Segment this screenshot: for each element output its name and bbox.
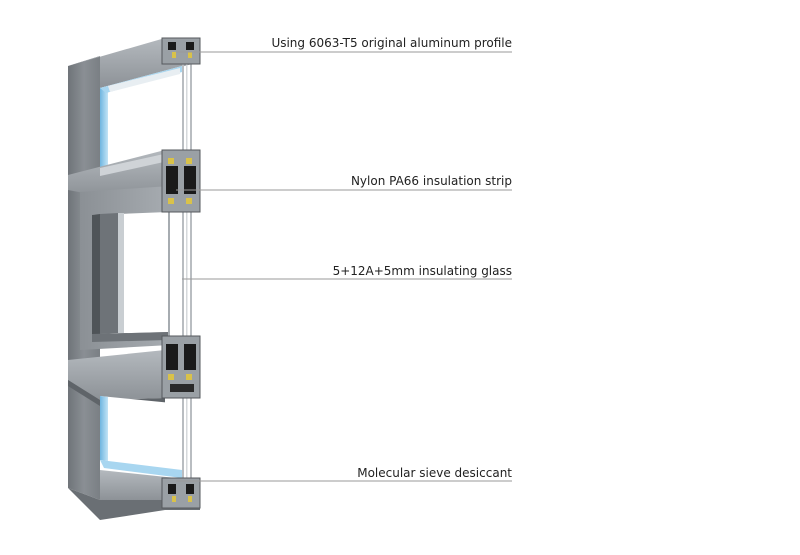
insulating-glass-section — [182, 62, 192, 482]
callout-desiccant: Molecular sieve desiccant — [357, 466, 512, 480]
profile-section-bottom — [161, 477, 201, 509]
operable-sash — [80, 186, 170, 350]
upper-glass-pane — [100, 66, 182, 168]
callout-profile: Using 6063-T5 original aluminum profile — [271, 36, 512, 50]
callout-insulating-glass: 5+12A+5mm insulating glass — [332, 264, 512, 278]
lower-glass-pane — [100, 396, 182, 478]
profile-section-transom-lower — [161, 335, 201, 399]
profile-section-top — [161, 37, 201, 65]
profile-section-transom-upper — [161, 149, 201, 213]
leader-lines — [176, 51, 512, 482]
callout-insulation-strip: Nylon PA66 insulation strip — [350, 174, 512, 188]
